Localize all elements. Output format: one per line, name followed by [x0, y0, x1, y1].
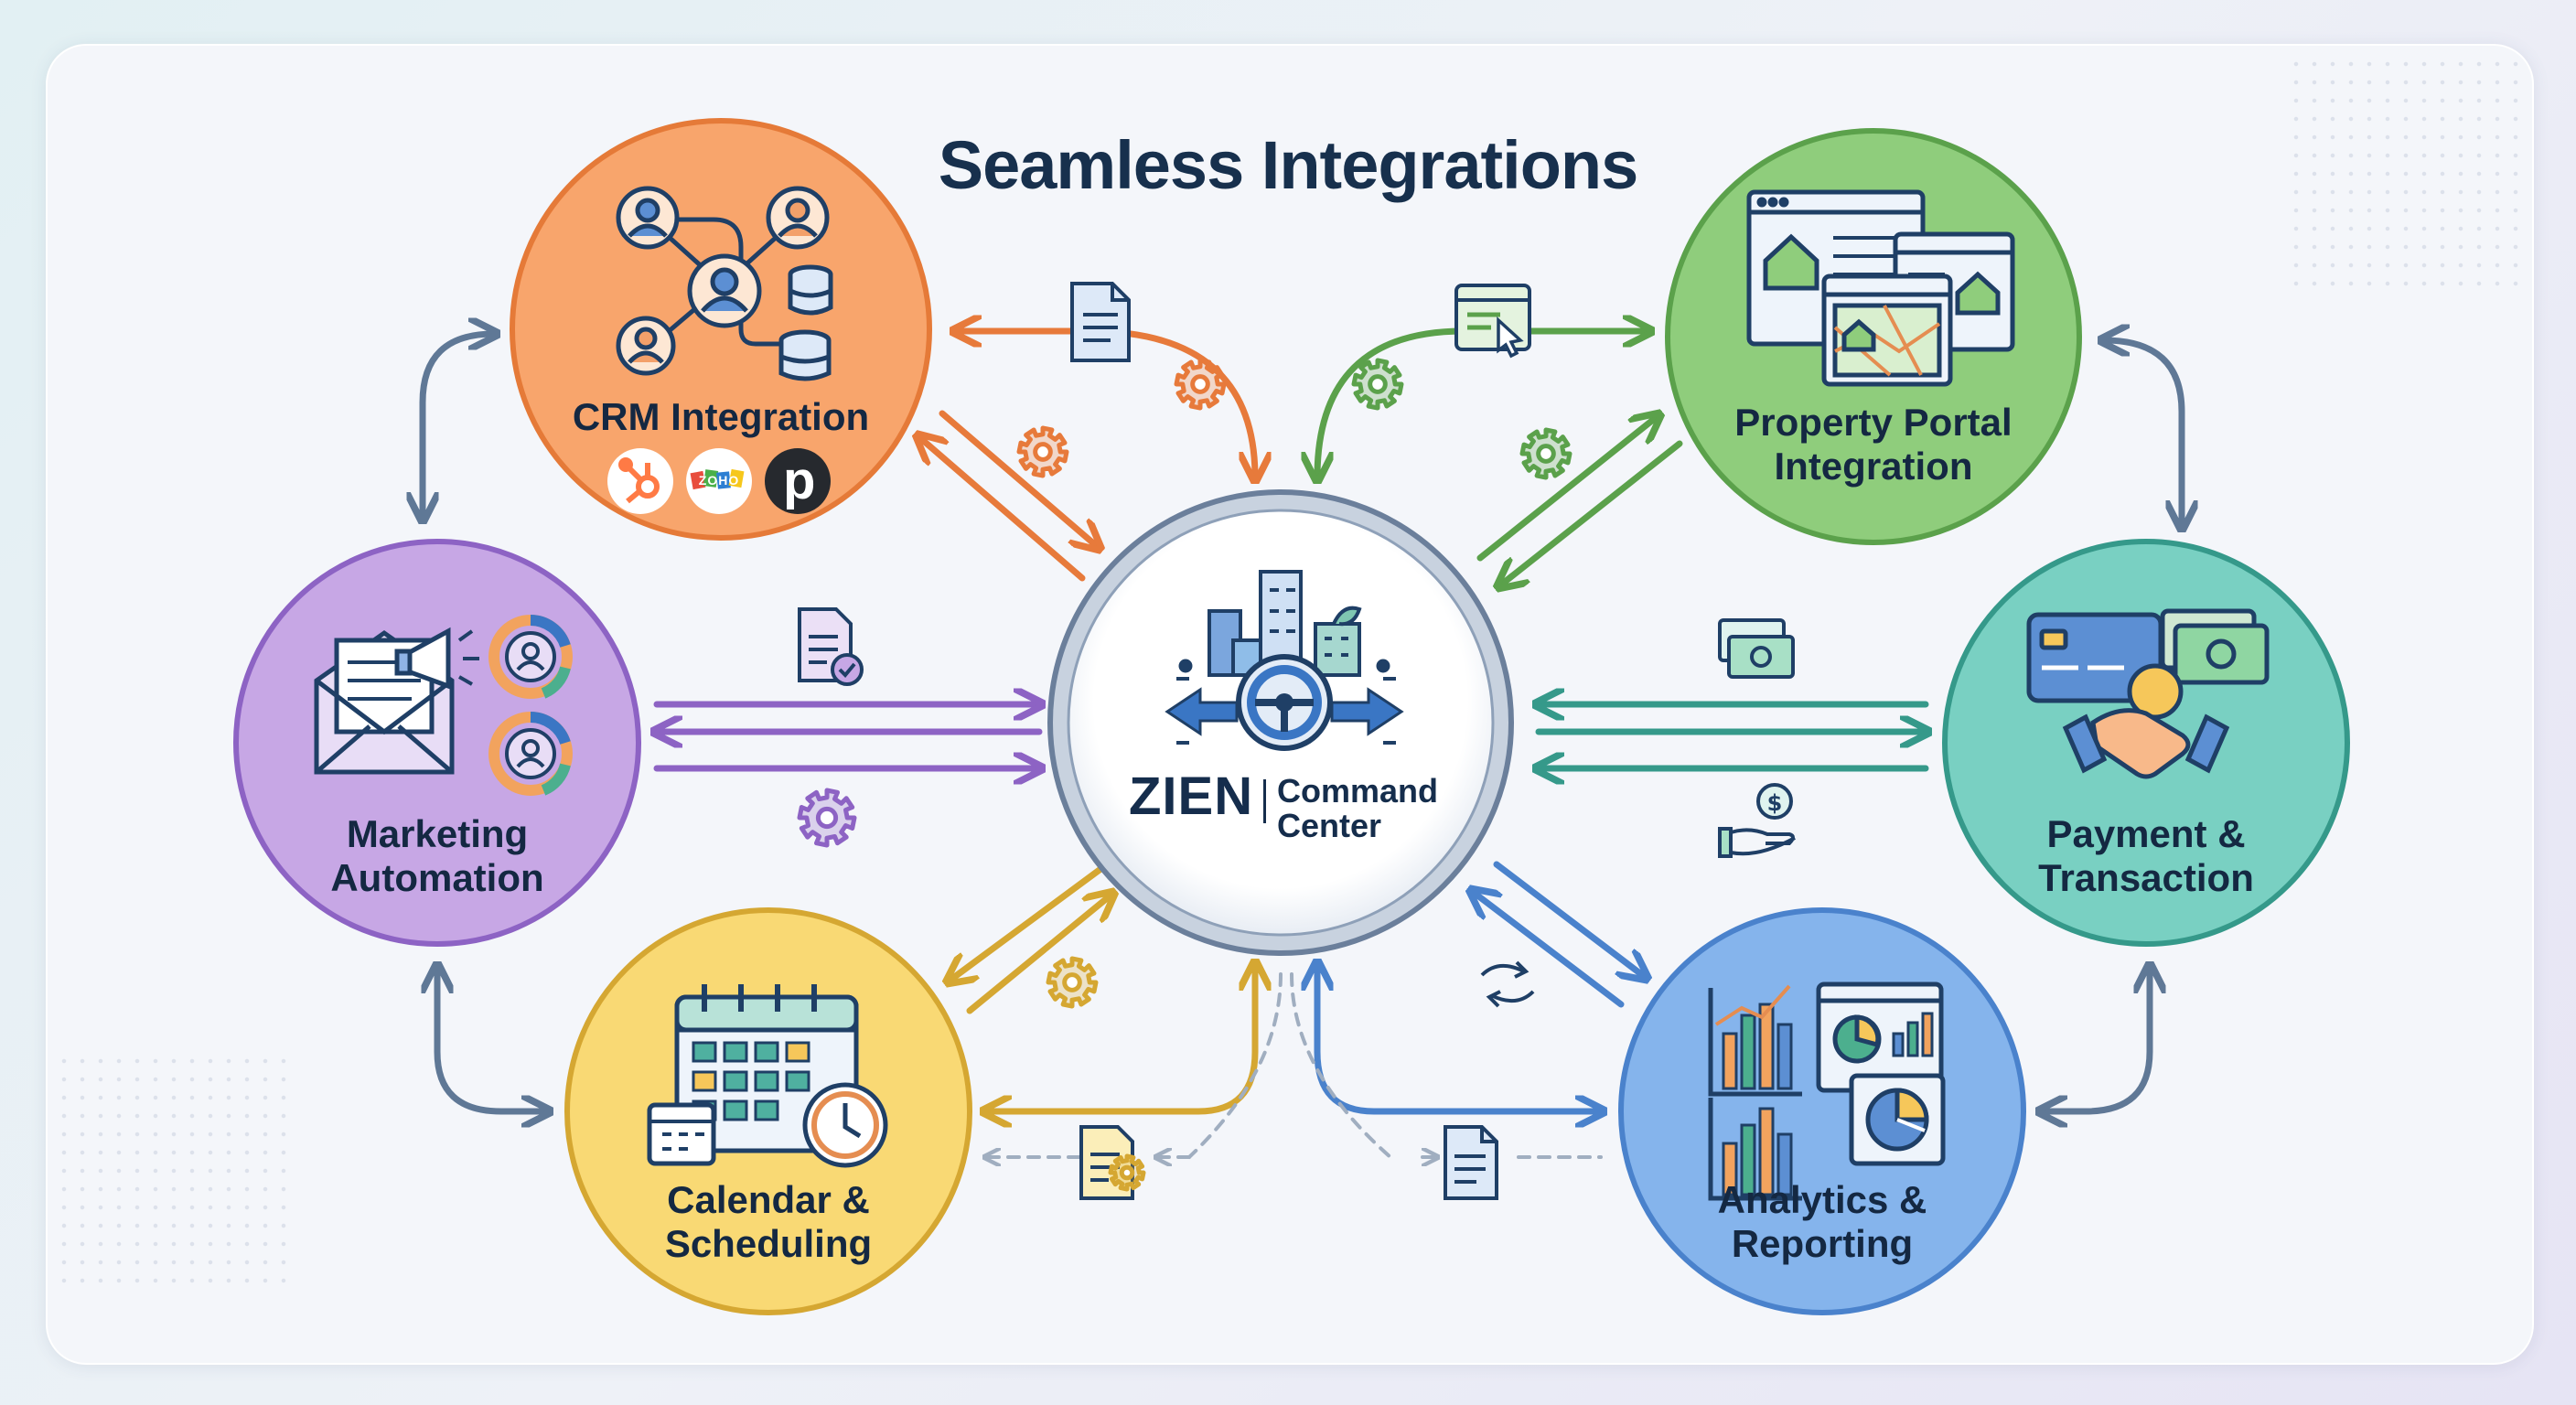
document-icon: [1070, 282, 1131, 362]
svg-text:$: $: [1767, 790, 1783, 816]
gear-icon: [797, 788, 857, 848]
hubspot-logo-icon: [618, 457, 660, 504]
crm-label: CRM Integration: [512, 395, 929, 439]
circuit-arrows-icon: [1165, 659, 1404, 745]
analytics-label-line2: Reporting: [1731, 1222, 1914, 1265]
calendar-label-line2: Scheduling: [664, 1222, 873, 1265]
calendar-clock-icon: [647, 984, 888, 1168]
crm-logos: [607, 448, 831, 514]
decorative-dots: [55, 1052, 293, 1290]
gear-icon: [1108, 1153, 1146, 1192]
marketing-label: Marketing Automation: [229, 812, 646, 900]
gear-icon: [1174, 358, 1227, 411]
gear-icon: [1046, 956, 1099, 1009]
marketing-label-line2: Automation: [330, 856, 544, 899]
calendar-label-line1: Calendar &: [667, 1178, 870, 1221]
connector-arrows: [423, 331, 2182, 1157]
gear-icons: [797, 358, 1572, 1192]
analytics-label-line1: Analytics &: [1717, 1178, 1927, 1221]
marketing-label-line1: Marketing: [346, 812, 529, 855]
card-cash-handshake-icon: [2026, 608, 2270, 779]
decorative-dots: [2287, 55, 2525, 293]
portal-label-line2: Integration: [1774, 445, 1973, 488]
gear-icon: [1519, 427, 1572, 480]
document-icon: [1444, 1125, 1498, 1200]
center-subtitle-line2: Center: [1277, 807, 1382, 844]
center-subtitle-line1: Command: [1277, 772, 1439, 810]
sync-icon: [1480, 960, 1535, 1008]
center-subtitle: Command Center: [1277, 774, 1438, 843]
diagram-title: Seamless Integrations: [938, 127, 1639, 203]
payment-label-line2: Transaction: [2038, 856, 2254, 899]
gear-icon: [1016, 425, 1069, 478]
payment-label: Payment & Transaction: [1937, 812, 2355, 900]
pipedrive-logo: p: [783, 451, 816, 510]
analytics-dashboard-icon: [1708, 981, 1946, 1201]
zoho-logo-icon: [690, 468, 745, 490]
crm-label-line1: CRM Integration: [572, 395, 870, 438]
center-brand: ZIEN: [1129, 767, 1254, 826]
browser-cursor-icon: [1454, 284, 1531, 359]
calendar-label: Calendar & Scheduling: [560, 1178, 977, 1266]
analytics-label: Analytics & Reporting: [1614, 1178, 2031, 1266]
property-listing-icon: [1746, 189, 2015, 387]
crm-network-icon: [616, 186, 833, 381]
center-divider: [1263, 779, 1266, 823]
cash-icon: [1718, 618, 1795, 679]
email-megaphone-icon: [314, 627, 479, 775]
gear-icon: [1351, 358, 1404, 411]
zoho-logo-text: ZOHO: [698, 473, 740, 488]
hand-coin-icon: $: [1718, 783, 1796, 858]
payment-label-line1: Payment &: [2046, 812, 2246, 855]
document-check-icon: [798, 607, 864, 686]
portal-label: Property Portal Integration: [1665, 401, 2082, 488]
command-center-hub: [1047, 489, 1514, 956]
audience-chart-icon: [488, 615, 573, 796]
steering-wheel-icon: [1236, 654, 1333, 751]
portal-label-line1: Property Portal: [1734, 401, 2012, 444]
